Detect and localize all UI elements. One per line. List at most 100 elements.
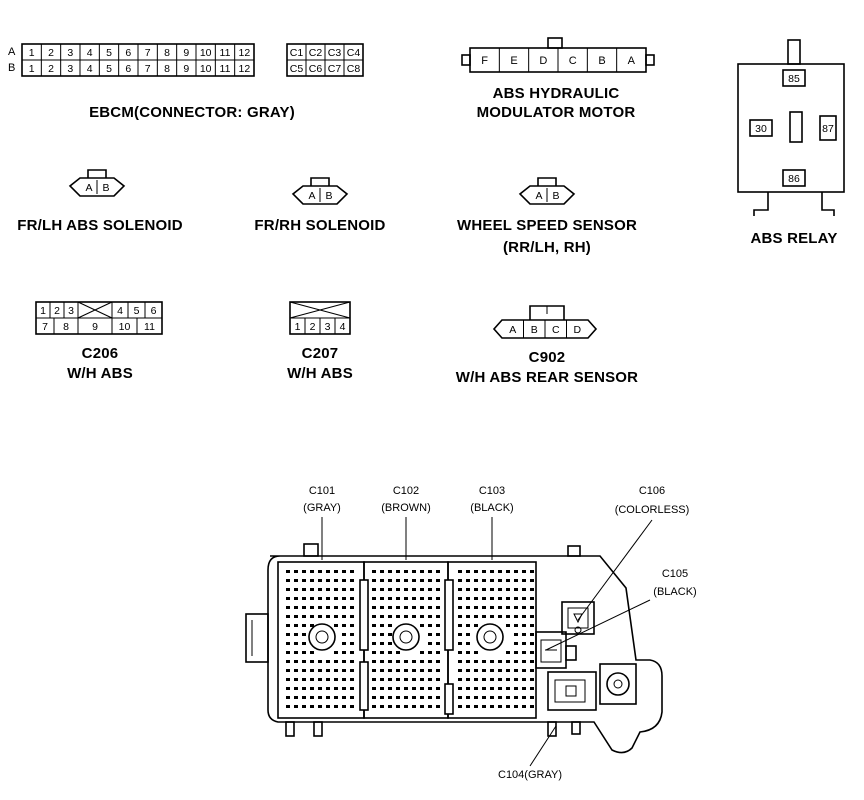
modulator-pin-f: F — [481, 55, 488, 67]
terminal-pin — [286, 588, 290, 591]
terminal-pin — [514, 606, 518, 609]
terminal-pin — [318, 579, 322, 582]
terminal-pin — [458, 696, 462, 699]
terminal-pin — [372, 696, 376, 699]
terminal-pin — [498, 606, 502, 609]
c206-pin-7: 7 — [42, 321, 48, 333]
terminal-pin — [380, 624, 384, 627]
terminal-pin — [498, 570, 502, 573]
terminal-pin — [326, 588, 330, 591]
terminal-pin — [490, 570, 494, 573]
terminal-pin — [350, 570, 354, 573]
terminal-pin — [396, 615, 400, 618]
terminal-pin — [482, 579, 486, 582]
terminal-pin — [412, 669, 416, 672]
terminal-pin — [350, 687, 354, 690]
ebcm-pin-b3: 3 — [67, 63, 73, 75]
terminal-pin — [466, 687, 470, 690]
terminal-pin — [522, 678, 526, 681]
terminal-pin — [342, 705, 346, 708]
terminal-pin — [342, 606, 346, 609]
terminal-pin — [506, 669, 510, 672]
terminal-pin — [388, 570, 392, 573]
fr-lh-pin-b: B — [102, 182, 109, 194]
terminal-pin — [436, 642, 440, 645]
terminal-pin — [506, 705, 510, 708]
terminal-pin — [466, 615, 470, 618]
terminal-pin — [302, 705, 306, 708]
terminal-pin — [396, 579, 400, 582]
terminal-pin — [334, 606, 338, 609]
terminal-pin — [522, 624, 526, 627]
terminal-pin — [436, 687, 440, 690]
terminal-pin — [506, 588, 510, 591]
terminal-pin — [506, 687, 510, 690]
ebcm-pin-a12: 12 — [238, 47, 250, 59]
terminal-pin — [350, 651, 354, 654]
terminal-pin — [318, 570, 322, 573]
terminal-pin — [286, 678, 290, 681]
terminal-pin — [474, 615, 478, 618]
terminal-pin — [482, 660, 486, 663]
relay-pin-87: 87 — [822, 123, 834, 135]
terminal-pin — [530, 570, 534, 573]
terminal-pin — [490, 705, 494, 708]
terminal-pin-field — [286, 570, 534, 708]
left-mount-tab — [245, 613, 269, 663]
terminal-pin — [514, 669, 518, 672]
terminal-pin — [334, 651, 338, 654]
terminal-pin — [294, 615, 298, 618]
terminal-pin — [286, 570, 290, 573]
c206-pin-2: 2 — [54, 305, 60, 317]
terminal-pin — [428, 669, 432, 672]
terminal-pin — [514, 660, 518, 663]
terminal-pin — [522, 660, 526, 663]
terminal-pin — [318, 588, 322, 591]
terminal-pin — [412, 678, 416, 681]
ebcm-pin-b7: 7 — [145, 63, 151, 75]
ebcm-pin-a2: 2 — [48, 47, 54, 59]
terminal-pin — [350, 624, 354, 627]
terminal-pin — [522, 588, 526, 591]
terminal-pin — [326, 615, 330, 618]
terminal-pin — [514, 579, 518, 582]
fr-rh-pin-b: B — [325, 190, 332, 202]
terminal-pin — [310, 579, 314, 582]
terminal-pin — [458, 705, 462, 708]
terminal-pin — [436, 624, 440, 627]
terminal-pin — [310, 678, 314, 681]
terminal-pin — [302, 570, 306, 573]
terminal-pin — [388, 678, 392, 681]
terminal-pin — [380, 606, 384, 609]
terminal-pin — [466, 678, 470, 681]
c206-pin-3: 3 — [68, 305, 74, 317]
terminal-pin — [530, 660, 534, 663]
terminal-pin — [380, 633, 384, 636]
terminal-pin — [310, 588, 314, 591]
ebcm-pin-b1: 1 — [29, 63, 35, 75]
terminal-pin — [514, 588, 518, 591]
terminal-pin — [498, 588, 502, 591]
ebcm-pin-a4: 4 — [87, 47, 93, 59]
c104-name: C104(GRAY) — [498, 769, 562, 781]
terminal-pin — [420, 597, 424, 600]
terminal-pin — [318, 660, 322, 663]
terminal-pin — [294, 696, 298, 699]
terminal-pin — [482, 678, 486, 681]
relay-label: ABS RELAY — [750, 230, 837, 247]
terminal-pin — [380, 705, 384, 708]
terminal-pin — [302, 606, 306, 609]
terminal-pin — [342, 678, 346, 681]
terminal-pin — [466, 669, 470, 672]
c206-pin-11: 11 — [144, 321, 155, 333]
wheel-sensor-label-line1: WHEEL SPEED SENSOR — [457, 217, 637, 234]
c106-name: C106 — [639, 485, 665, 497]
terminal-pin — [404, 687, 408, 690]
terminal-pin — [466, 606, 470, 609]
ebcm-label: EBCM(CONNECTOR: GRAY) — [89, 104, 295, 121]
terminal-pin — [286, 687, 290, 690]
terminal-pin — [310, 687, 314, 690]
terminal-pin — [388, 669, 392, 672]
